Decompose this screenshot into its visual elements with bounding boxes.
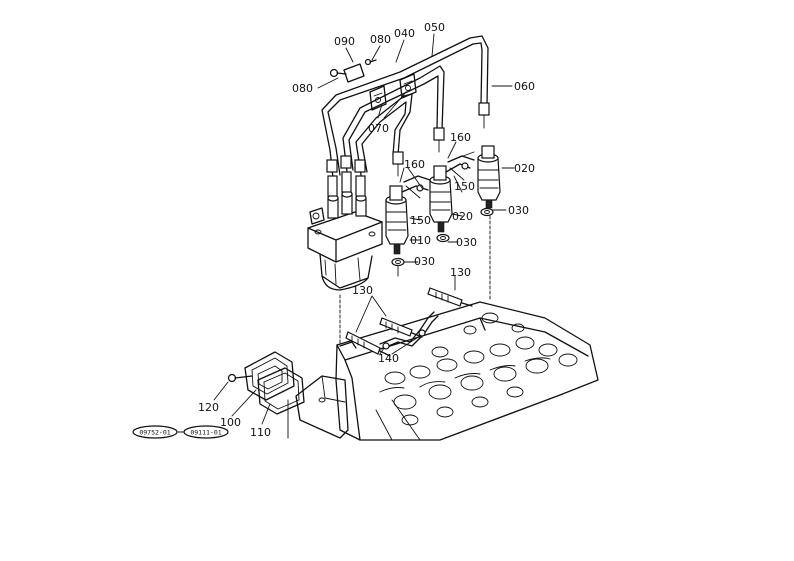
label-020-center: 020 [452, 210, 473, 223]
injection-pump [307, 190, 383, 291]
bolt-120 [227, 373, 253, 383]
label-030-center: 030 [456, 236, 477, 249]
injection-pipes [321, 35, 490, 197]
label-030-right: 030 [508, 204, 529, 217]
pipe-clamps [329, 58, 417, 111]
washers-030 [391, 207, 494, 267]
gasket-plate-110 [257, 367, 305, 415]
nozzle-holder-010 [385, 185, 429, 255]
label-050: 050 [424, 21, 445, 34]
label-040: 040 [394, 27, 415, 40]
reference-1: 09752-01 [139, 429, 170, 437]
label-080-top: 080 [370, 33, 391, 46]
reference-callouts: 09752-01 09111-01 [132, 425, 229, 439]
label-060: 060 [514, 80, 535, 93]
leak-off-pipes [403, 155, 475, 199]
glow-plugs [345, 287, 473, 357]
leader-lines [177, 33, 515, 433]
part-labels: 090 080 040 050 060 080 070 160 160 020 … [198, 21, 535, 439]
label-160-left: 160 [404, 158, 425, 171]
head-side-bracket [287, 375, 349, 439]
cylinder-head [335, 301, 599, 441]
label-070: 070 [368, 122, 389, 135]
label-130-right: 130 [450, 266, 471, 279]
nozzle-holder-020-right [477, 145, 501, 209]
label-110: 110 [250, 426, 271, 439]
reference-2: 09111-01 [190, 429, 221, 437]
label-150-left: 150 [410, 214, 431, 227]
label-150-right: 150 [454, 180, 475, 193]
label-080-left: 080 [292, 82, 313, 95]
label-120: 120 [198, 401, 219, 414]
label-160-right: 160 [450, 131, 471, 144]
label-030-left: 030 [414, 255, 435, 268]
label-090: 090 [334, 35, 355, 48]
label-010: 010 [410, 234, 431, 247]
reference-oval-1 [132, 425, 178, 439]
glow-plug-lead-140 [339, 311, 439, 350]
label-100: 100 [220, 416, 241, 429]
label-140: 140 [378, 352, 399, 365]
nozzle-holder-020-center [429, 163, 471, 233]
cover-plate-100 [244, 351, 295, 401]
label-020-right: 020 [514, 162, 535, 175]
reference-oval-2 [183, 425, 229, 439]
label-130-left: 130 [352, 284, 373, 297]
